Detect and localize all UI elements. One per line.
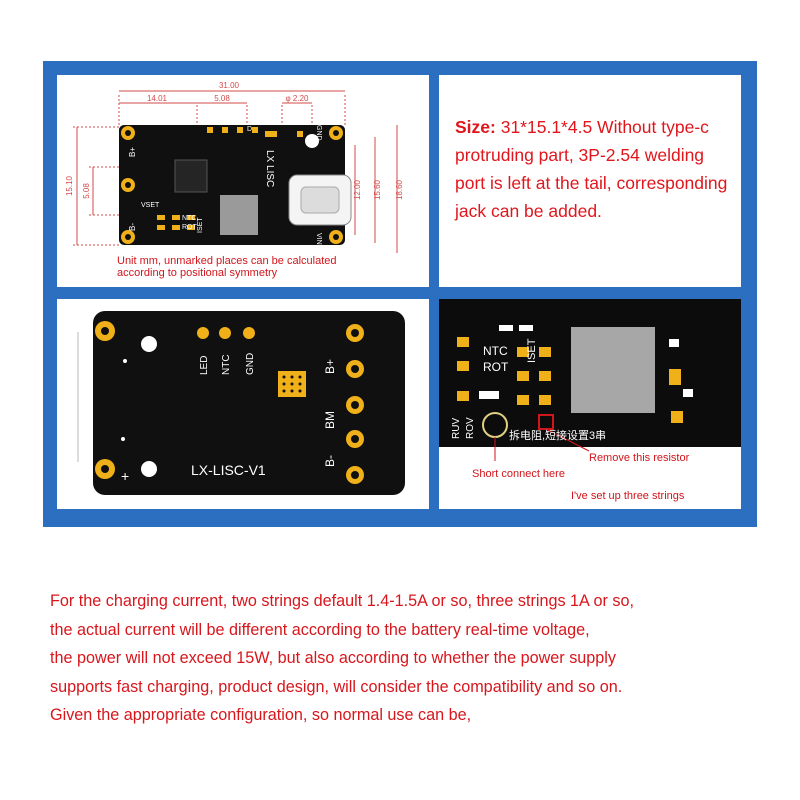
dim-hole: φ 2.20 xyxy=(286,94,310,103)
closeup-chinese-label: 拆电阻,短接设置3串 xyxy=(509,428,606,442)
ic-chip xyxy=(174,159,208,193)
back-label-led: LED xyxy=(199,356,210,375)
description-line: For the charging current, two strings de… xyxy=(50,592,634,610)
board-model: LX-LISC-V1 xyxy=(191,462,266,478)
closeup-drawing: NTC ROT ISET RUV ROV 拆电阻,短接设置3串 Short co… xyxy=(439,299,741,509)
pcb-label-rot: ROT xyxy=(182,224,198,231)
pcb-label-iset: ISET xyxy=(197,217,204,233)
remove-resistor-note: Remove this resistor xyxy=(589,452,690,464)
closeup-label-rot: ROT xyxy=(483,360,509,374)
closeup-pads xyxy=(457,337,683,423)
back-label-bm: BM xyxy=(323,411,337,429)
description: For the charging current, two strings de… xyxy=(50,587,790,730)
dim-seg-a: 14.01 xyxy=(147,94,168,103)
closeup-inductor xyxy=(571,327,655,413)
pcb-label-vset: VSET xyxy=(141,202,160,209)
description-line: Given the appropriate configuration, so … xyxy=(50,706,472,725)
board-back-drawing: LED NTC GND B+ BM B- + LX-LISC-V1 xyxy=(77,311,405,495)
dim-seg-b: 5.08 xyxy=(214,94,230,103)
pcb-label-bminus: B- xyxy=(128,223,137,231)
size-panel xyxy=(439,75,741,287)
pcb-label-lx-lisc: LX LISC xyxy=(264,150,275,187)
inductor xyxy=(220,195,258,235)
dim-left-inner: 5.08 xyxy=(82,183,91,199)
pcb-label-gnd: GND xyxy=(315,125,322,141)
closeup-label-ntc: NTC xyxy=(483,344,508,358)
dimension-note-line1: Unit mm, unmarked places can be calculat… xyxy=(117,255,337,267)
pcb-label-bplus: B+ xyxy=(128,147,137,157)
back-label-bplus: B+ xyxy=(323,359,337,374)
closeup-panel: NTC ROT ISET RUV ROV 拆电阻,短接设置3串 Short co… xyxy=(439,299,741,509)
three-strings-note: I've set up three strings xyxy=(571,490,685,502)
description-line: the actual current will be different acc… xyxy=(50,620,590,639)
size-description: Size: 31*15.1*4.5 Without type-c protrud… xyxy=(455,113,735,225)
short-connect-note: Short connect here xyxy=(472,468,565,480)
back-label-plus: + xyxy=(121,468,129,484)
closeup-label-rov: ROV xyxy=(465,417,476,439)
size-text: 31*15.1*4.5 Without type-c protruding pa… xyxy=(455,117,728,221)
dim-right-b: 15.60 xyxy=(373,179,382,200)
pcb-label-d: D xyxy=(247,126,252,133)
description-line: the power will not exceed 15W, but also … xyxy=(50,649,616,668)
pcb-label-ntc: NTC xyxy=(182,215,196,222)
dim-right-c: 18.60 xyxy=(395,179,404,200)
dim-left-outer: 15.10 xyxy=(65,175,74,196)
back-panel: LED NTC GND B+ BM B- + LX-LISC-V1 xyxy=(57,299,429,509)
dimension-note-line2: according to positional symmetry xyxy=(117,267,278,279)
dimension-drawing: 31.00 14.01 5.08 φ 2.20 15.10 5.08 12.00… xyxy=(65,81,404,253)
closeup-label-ruv: RUV xyxy=(451,418,462,439)
back-label-bminus: B- xyxy=(323,455,337,467)
closeup-label-iset: ISET xyxy=(526,338,538,363)
back-label-gnd: GND xyxy=(245,353,256,375)
dim-total: 31.00 xyxy=(219,81,240,90)
back-label-ntc: NTC xyxy=(221,354,232,375)
dimension-panel: 31.00 14.01 5.08 φ 2.20 15.10 5.08 12.00… xyxy=(57,75,429,287)
description-line: supports fast charging, product design, … xyxy=(50,677,623,696)
pad-group xyxy=(121,126,343,244)
size-label: Size: xyxy=(455,117,496,137)
pcb-label-vin: VIN xyxy=(315,233,322,245)
dim-right-a: 12.00 xyxy=(353,179,362,200)
